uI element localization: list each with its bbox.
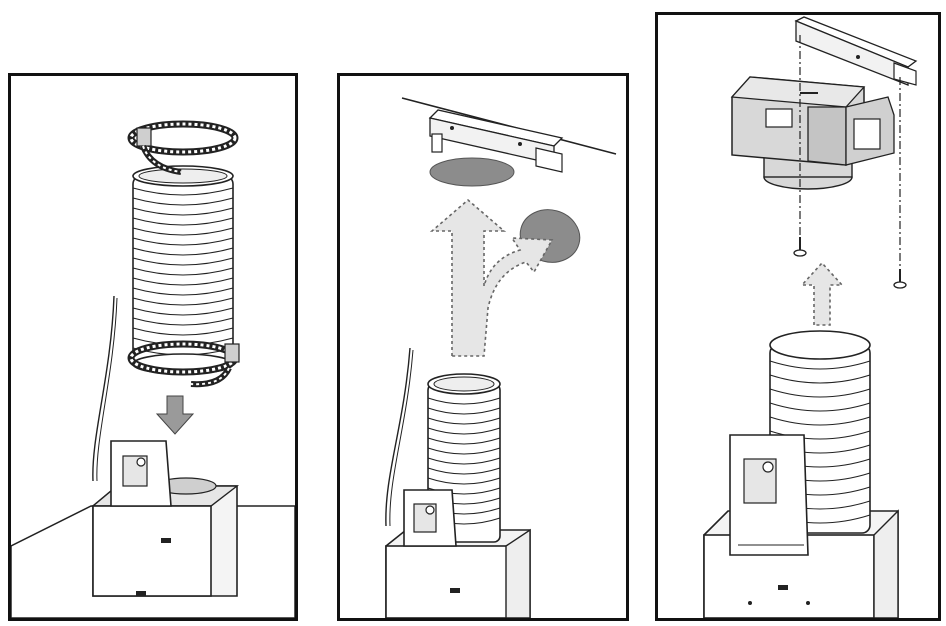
duct-bracket bbox=[403, 489, 457, 547]
down-arrow-icon bbox=[155, 395, 195, 435]
screw-icon bbox=[893, 269, 907, 289]
duct-bracket bbox=[729, 434, 809, 556]
bottom-hose-clamp bbox=[127, 340, 240, 388]
power-cable bbox=[385, 347, 411, 527]
ceiling-outlet-hole bbox=[429, 157, 515, 187]
ceiling-bracket bbox=[428, 109, 564, 173]
power-cable-outline bbox=[389, 349, 414, 527]
step-panel-1 bbox=[8, 73, 298, 621]
step-panel-3 bbox=[655, 12, 941, 621]
step-3-illustration bbox=[703, 16, 918, 618]
motor-housing bbox=[385, 528, 531, 618]
power-cable-outline bbox=[96, 297, 118, 482]
motor-housing bbox=[91, 440, 240, 597]
step-2-illustration bbox=[385, 97, 617, 618]
up-arrow-icon bbox=[800, 261, 844, 326]
power-cable bbox=[92, 295, 115, 482]
step-panel-2 bbox=[337, 73, 629, 621]
routing-arrow-icon bbox=[429, 198, 554, 357]
air-outlet-adapter bbox=[730, 76, 895, 190]
ceiling-bracket bbox=[794, 16, 918, 86]
screw-icon bbox=[793, 237, 807, 257]
top-hose-clamp bbox=[127, 120, 239, 175]
step-1-illustration bbox=[11, 120, 295, 618]
